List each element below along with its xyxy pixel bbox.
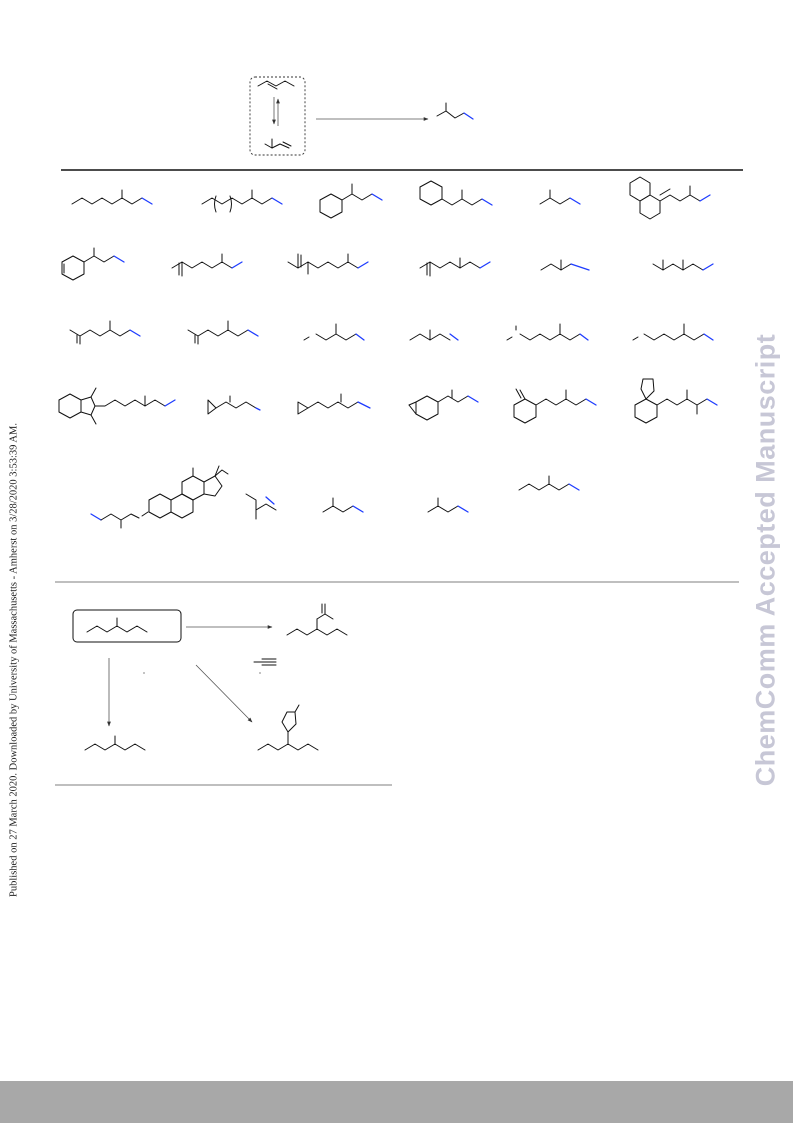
substrate-r1c6 [629, 176, 711, 220]
substrate-r2c3 [287, 253, 369, 275]
substrate-r4c3 [297, 393, 371, 415]
reagent-dot [143, 672, 145, 674]
substrate-r3c4 [409, 329, 459, 341]
substrate-r3c2 [187, 320, 259, 345]
substrate-r5c5 [518, 475, 580, 491]
alkene-product [286, 603, 348, 636]
substrate-r4c5 [513, 388, 597, 424]
substrate-r5c3 [322, 497, 364, 513]
arrow-to-triazole [195, 664, 253, 723]
reagent-dot-2 [259, 672, 261, 674]
substrate-r4c6 [634, 378, 718, 424]
substrate-r2c5 [540, 259, 590, 271]
footer-bar [0, 1081, 793, 1123]
substrate-r2c6 [652, 259, 714, 271]
alkane-product [84, 735, 146, 751]
substrate-r1c1 [71, 189, 153, 205]
substrate-r1c2 [201, 189, 283, 213]
linear-product [436, 102, 474, 120]
substrate-r1c4 [419, 180, 493, 206]
alkyne-reagent [253, 658, 277, 666]
substrate-r4c4 [408, 389, 479, 421]
substrate-r5c4 [427, 497, 469, 513]
boxed-product [72, 609, 182, 643]
substrate-r3c1 [69, 320, 141, 345]
boxed-product-structure [86, 617, 148, 633]
substrate-r1c5 [539, 189, 581, 205]
substrate-r2c2 [171, 253, 243, 277]
substrate-estrone-ether [90, 465, 229, 529]
substrate-r3c5 [506, 323, 589, 341]
substrate-r2c4 [419, 257, 491, 277]
triazole-product [257, 704, 319, 751]
substrate-r3c6 [632, 323, 714, 341]
substrate-r1c3 [319, 183, 383, 219]
substrate-r4c2 [207, 395, 261, 415]
substrate-r4c1 [58, 387, 176, 425]
isomer-equilibrium-box [249, 76, 306, 156]
substrate-r5c2 [245, 493, 277, 520]
substrate-r3c3 [303, 323, 365, 341]
substrate-r2c1 [61, 247, 125, 281]
